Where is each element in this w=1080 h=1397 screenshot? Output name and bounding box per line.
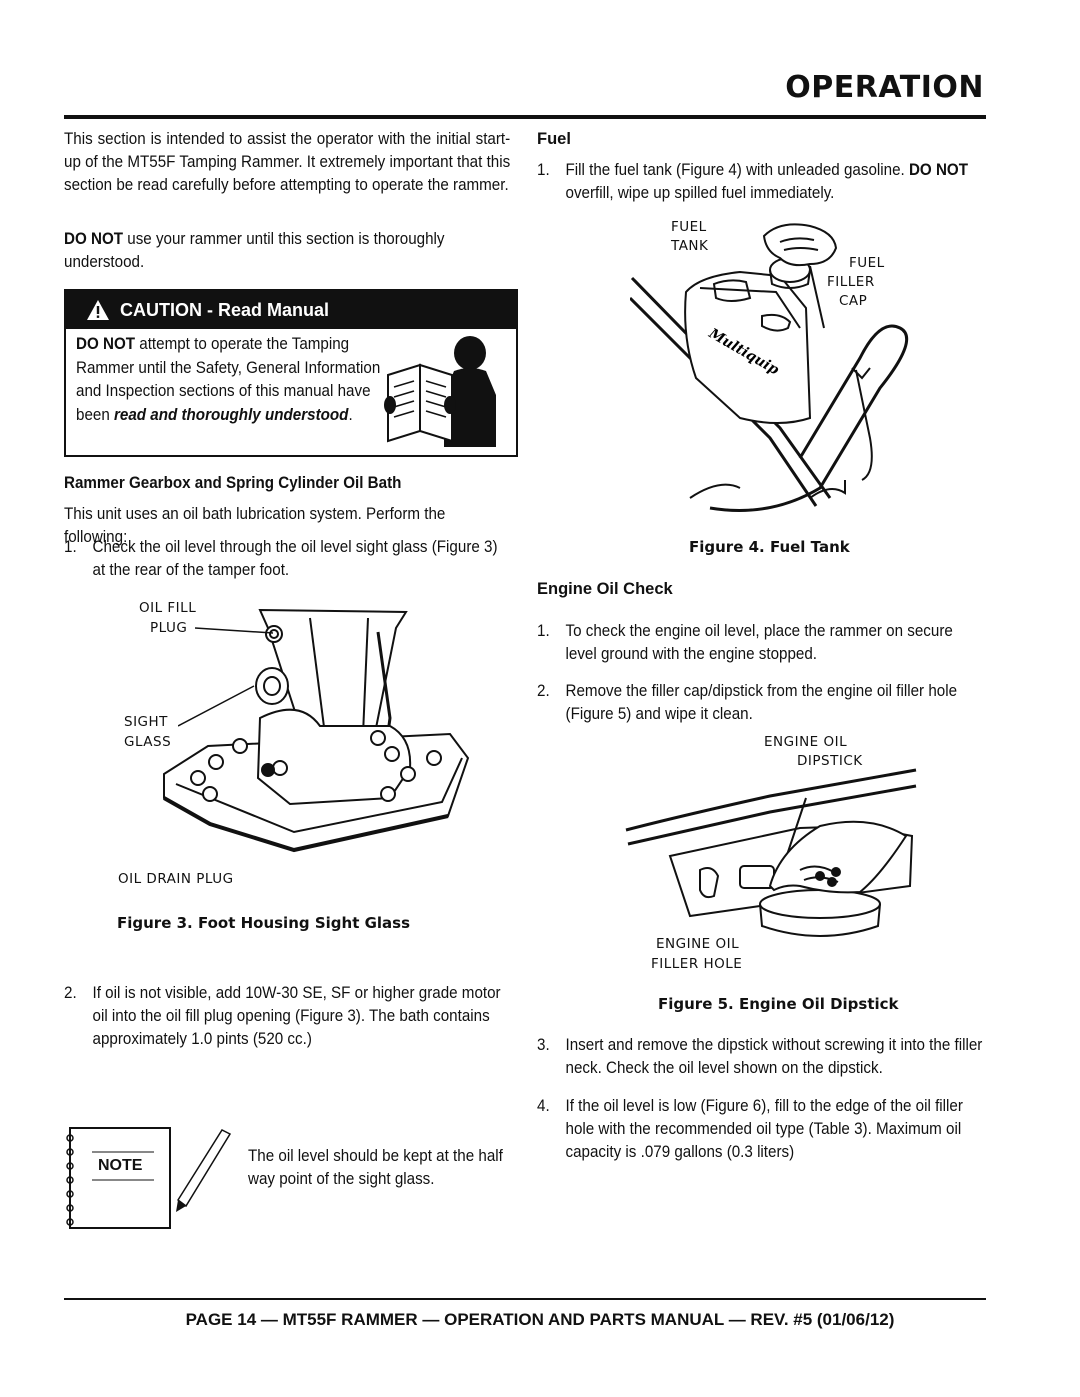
engine-oil-label: ENGINE OIL [764,734,848,750]
step-text: Insert and remove the dipstick without s… [565,1036,983,1077]
fuel-label: FUEL [671,219,707,235]
tank-label: TANK [671,238,709,254]
note-text: The oil level should be kept at the half… [248,1147,503,1188]
engine-oil-step-1: 1. To check the engine oil level, place … [537,620,983,666]
figure4-caption: Figure 4. Fuel Tank [689,538,850,556]
sight-label: SIGHT [124,714,168,730]
foot-housing-figure [163,608,470,853]
fuel-tank-figure: Multiquip [630,223,909,512]
oil-bath-step-1: 1. Check the oil level through the oil l… [64,536,510,582]
step-number: 2. [537,682,550,700]
header-rule [64,115,986,119]
note-label: NOTE [98,1157,143,1174]
caution-end: . [348,405,353,424]
step-text: Check the oil level through the oil leve… [92,538,498,579]
intro-warning: DO NOT use your rammer until this sectio… [64,228,510,274]
step-number: 4. [537,1097,550,1115]
leader-line [178,685,255,727]
step-number: 1. [537,622,550,640]
oil-bath-step-2: 2. If oil is not visible, add 10W-30 SE,… [64,982,510,1051]
step-text: Fill the fuel tank (Figure 4) with unlea… [566,159,984,205]
engine-oil-dipstick-figure [625,768,917,937]
caution-emphasis: read and thoroughly understood [113,405,349,424]
plug-label: PLUG [150,620,188,636]
figure5-caption: Figure 5. Engine Oil Dipstick [658,995,899,1013]
step-text: To check the engine oil level, place the… [565,622,953,663]
oil-fill-label: OIL FILL [139,600,197,616]
engine-oil-step-3: 3. Insert and remove the dipstick withou… [537,1034,983,1080]
leader-line [195,627,274,634]
step-number: 3. [537,1036,550,1054]
step-text: If oil is not visible, add 10W-30 SE, SF… [92,984,501,1048]
reading-person-icon [384,336,496,447]
dipstick-label: DIPSTICK [797,753,863,769]
fuel-step-text-b: overfill, wipe up spilled fuel immediate… [565,184,835,202]
fuel-do-not: DO NOT [908,161,968,179]
filler-hole-label: FILLER HOLE [651,956,743,972]
intro-warning-text: use your rammer until this section is th… [64,230,445,271]
engine-oil-step-4: 4. If the oil level is low (Figure 6), f… [537,1095,983,1164]
fuel-step-1: 1. Fill the fuel tank (Figure 4) with un… [537,159,983,205]
engine-oil-heading: Engine Oil Check [537,580,673,598]
glass-label: GLASS [124,734,172,750]
fuel-step-text-a: Fill the fuel tank (Figure 4) with unlea… [565,161,909,179]
engine-oil2-label: ENGINE OIL [656,936,740,952]
step-number: 2. [64,984,77,1002]
filler-label: FILLER [827,274,875,290]
page-title: OPERATION [785,70,984,105]
step-text: If the oil level is low (Figure 6), fill… [565,1097,963,1161]
fuel-heading: Fuel [537,130,571,148]
caution-do-not: DO NOT [76,335,136,353]
oil-drain-label: OIL DRAIN PLUG [118,871,234,887]
footer-rule [64,1298,986,1300]
step-number: 1. [537,161,550,179]
fuel2-label: FUEL [849,255,885,271]
engine-oil-step-2: 2. Remove the filler cap/dipstick from t… [537,680,983,726]
notepad-icon [66,1127,232,1229]
caution-text: DO NOT attempt to operate the Tamping Ra… [76,333,384,427]
step-text: Remove the filler cap/dipstick from the … [565,682,958,723]
cap-label: CAP [839,293,868,309]
intro-paragraph: This section is intended to assist the o… [64,130,511,194]
caution-header: CAUTION - Read Manual [66,291,516,329]
page-footer: PAGE 14 — MT55F RAMMER — OPERATION AND P… [185,1310,895,1329]
warning-icon [87,300,109,320]
figure3-caption: Figure 3. Foot Housing Sight Glass [117,914,411,932]
step-number: 1. [64,538,77,556]
caution-box: CAUTION - Read Manual DO NOT attempt to … [64,289,518,457]
caution-body: attempt to operate the Tamping Rammer un… [76,335,381,424]
oil-bath-heading: Rammer Gearbox and Spring Cylinder Oil B… [64,474,402,492]
caution-title: CAUTION - Read Manual [120,299,330,320]
do-not-bold: DO NOT [64,230,124,248]
oil-bath-intro: This unit uses an oil bath lubrication s… [64,505,446,546]
